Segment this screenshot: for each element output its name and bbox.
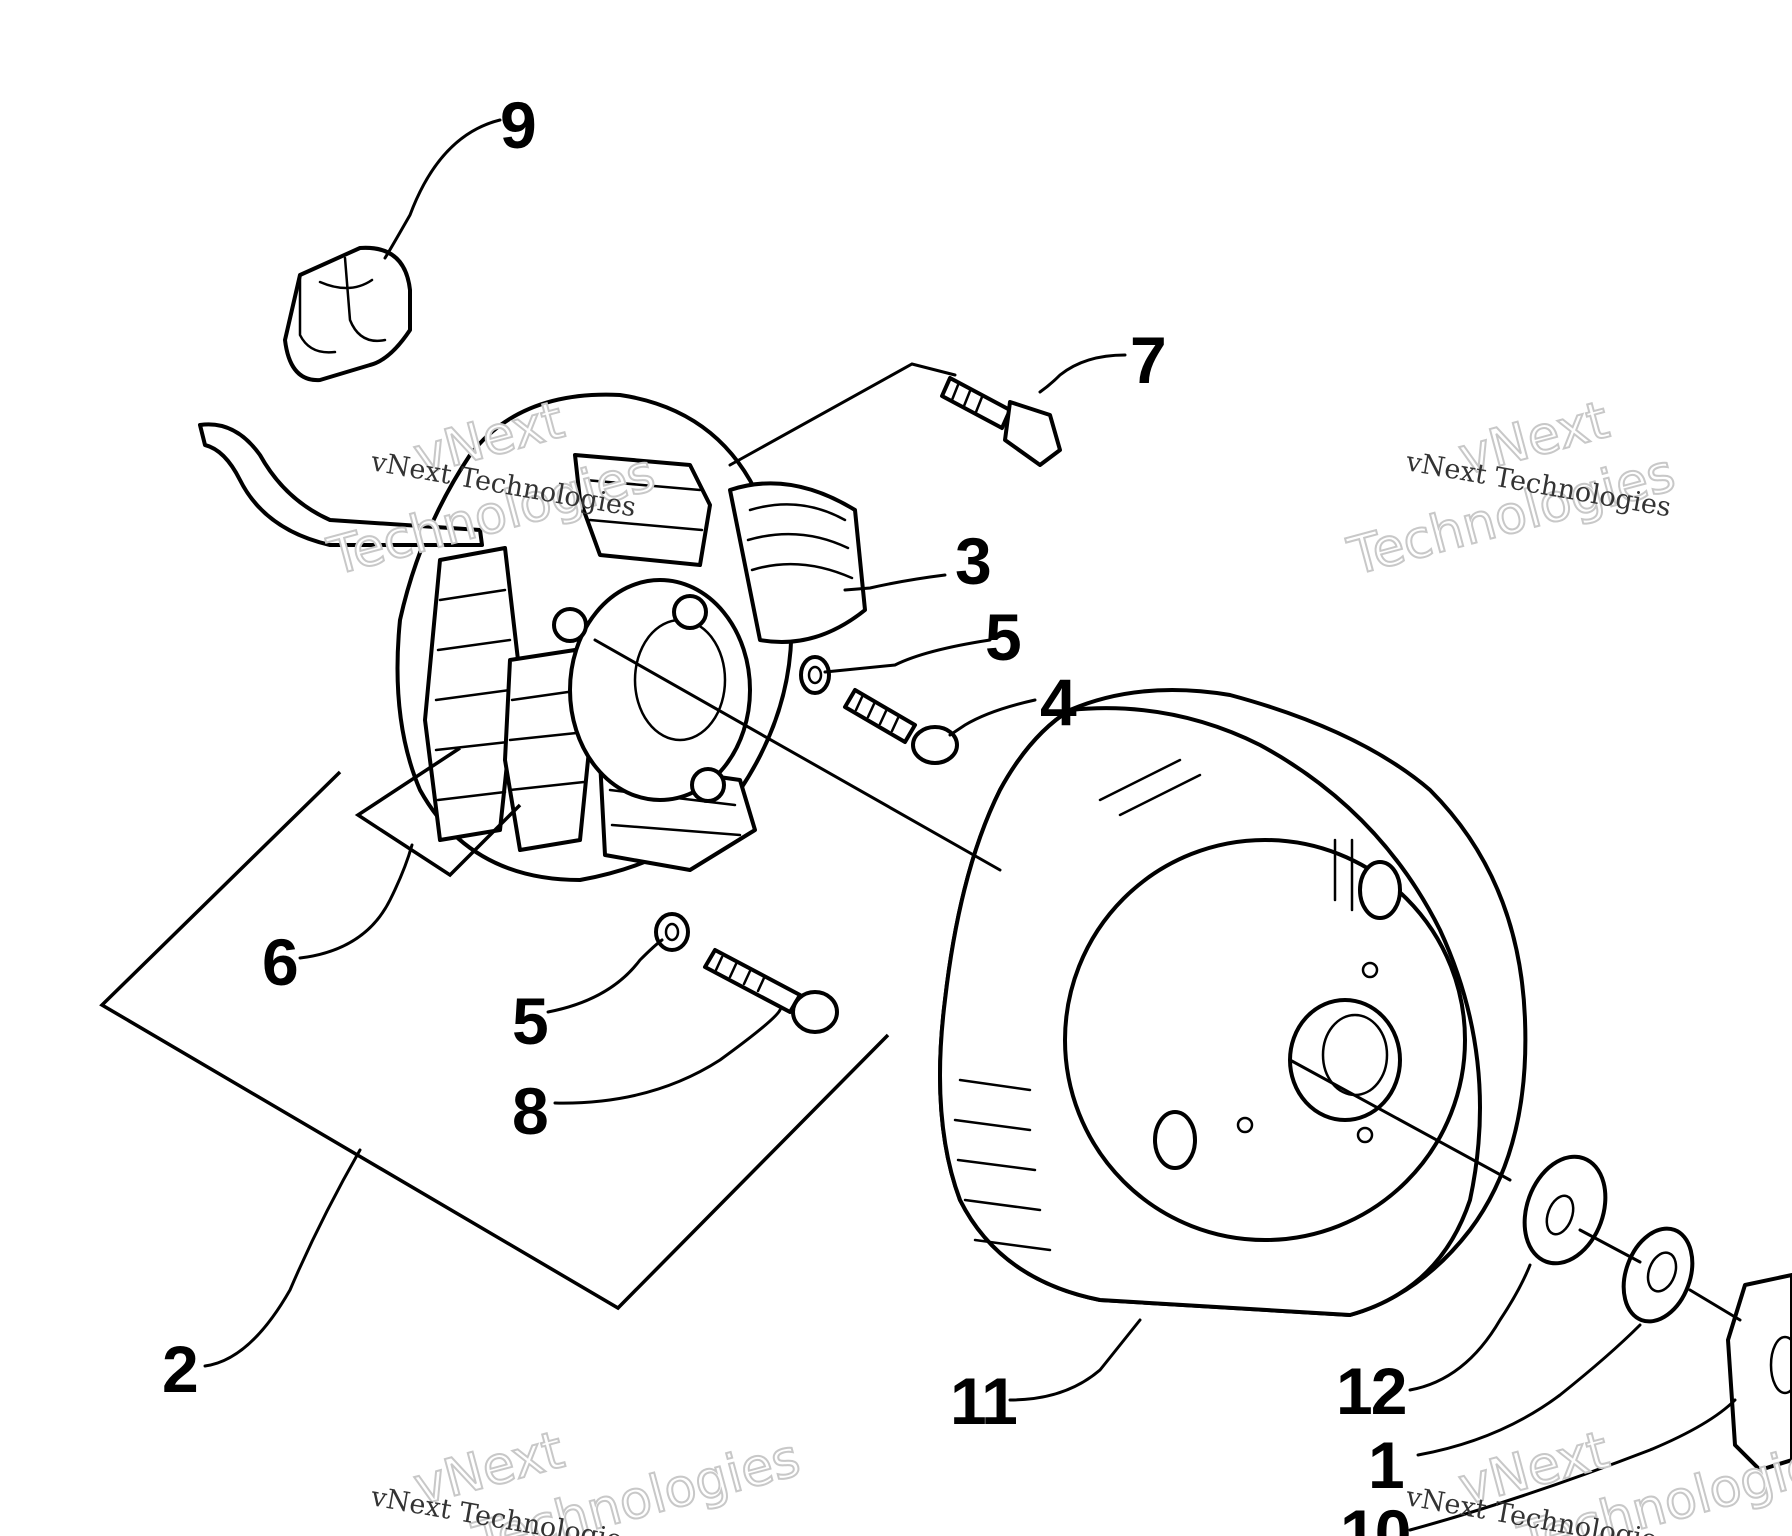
part-12-washer (1522, 1154, 1608, 1266)
part-8-screw (703, 948, 839, 1034)
callout-4: 4 (1040, 665, 1077, 739)
callout-5-upper: 5 (985, 600, 1020, 674)
callout-labels: 9 7 3 5 4 6 5 8 2 11 12 1 10 (162, 88, 1411, 1536)
part-7-bolt (940, 376, 1062, 467)
part-5-washer-upper (799, 655, 831, 695)
part-6-stator (198, 392, 867, 882)
watermark-top-right: vNext Technologies vNext Technologies (1341, 389, 1682, 589)
assembly-lines (99, 362, 1742, 1322)
part-10-nut (1726, 1273, 1792, 1472)
callout-8: 8 (512, 1074, 547, 1148)
leader-lines (203, 118, 1737, 1532)
callout-7: 7 (1130, 323, 1165, 397)
callout-3: 3 (955, 524, 990, 598)
callout-2: 2 (162, 1332, 197, 1406)
callout-6: 6 (262, 925, 297, 999)
callout-11: 11 (950, 1364, 1016, 1438)
callout-12: 12 (1336, 1354, 1406, 1428)
part-9-cushion (283, 245, 412, 383)
callout-9: 9 (500, 88, 535, 162)
part-11-flywheel (938, 688, 1528, 1317)
part-5-washer-lower (654, 912, 690, 952)
watermark-bottom-left: vNext Technologies vNext Technologies (368, 1419, 807, 1536)
callout-10: 10 (1340, 1496, 1409, 1536)
part-4-screw (843, 688, 959, 765)
callout-1: 1 (1368, 1428, 1403, 1502)
callout-5-lower: 5 (512, 984, 547, 1058)
part-1-lock-washer (1621, 1226, 1695, 1324)
